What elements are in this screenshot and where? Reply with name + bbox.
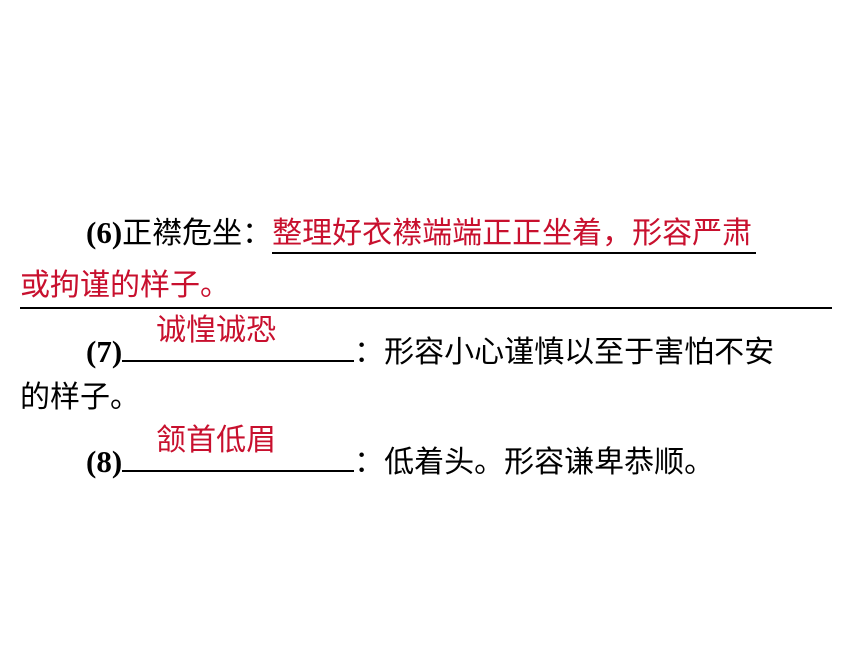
item-7-blank: 诚惶诚恐 bbox=[122, 313, 355, 362]
item-6-answer-part1: 整理好衣襟端端正正坐着，形容严肃 bbox=[272, 216, 757, 254]
item-8-definition: ：低着头。形容谦卑恭顺。 bbox=[354, 445, 715, 480]
item-8-blank: 颔首低眉 bbox=[122, 423, 355, 472]
item-6-line-2: 或拘谨的样子。 bbox=[20, 263, 832, 313]
item-8-line-1: (8) 颔首低眉 ：低着头。形容谦卑恭顺。 bbox=[86, 423, 715, 480]
item-7-line-2: 的样子。 bbox=[20, 372, 140, 422]
item-6-answer-part2: 或拘谨的样子。 bbox=[20, 268, 230, 303]
item-6-underline: 或拘谨的样子。 bbox=[20, 263, 832, 309]
item-6-term: 正襟危坐： bbox=[122, 216, 273, 251]
item-6-number: (6) bbox=[86, 215, 123, 250]
item-8-number: (8) bbox=[86, 444, 123, 479]
item-7-line-1: (7) 诚惶诚恐 ：形容小心谨慎以至于害怕不安 bbox=[86, 313, 775, 370]
item-7-number: (7) bbox=[86, 334, 123, 369]
item-6-line-1: (6)正襟危坐：整理好衣襟端端正正坐着，形容严肃 bbox=[86, 208, 757, 258]
item-8-answer: 颔首低眉 bbox=[156, 423, 277, 458]
item-7-answer: 诚惶诚恐 bbox=[156, 313, 277, 348]
item-7-definition-part1: ：形容小心谨慎以至于害怕不安 bbox=[354, 335, 775, 370]
item-7-definition-part2: 的样子。 bbox=[20, 380, 140, 415]
